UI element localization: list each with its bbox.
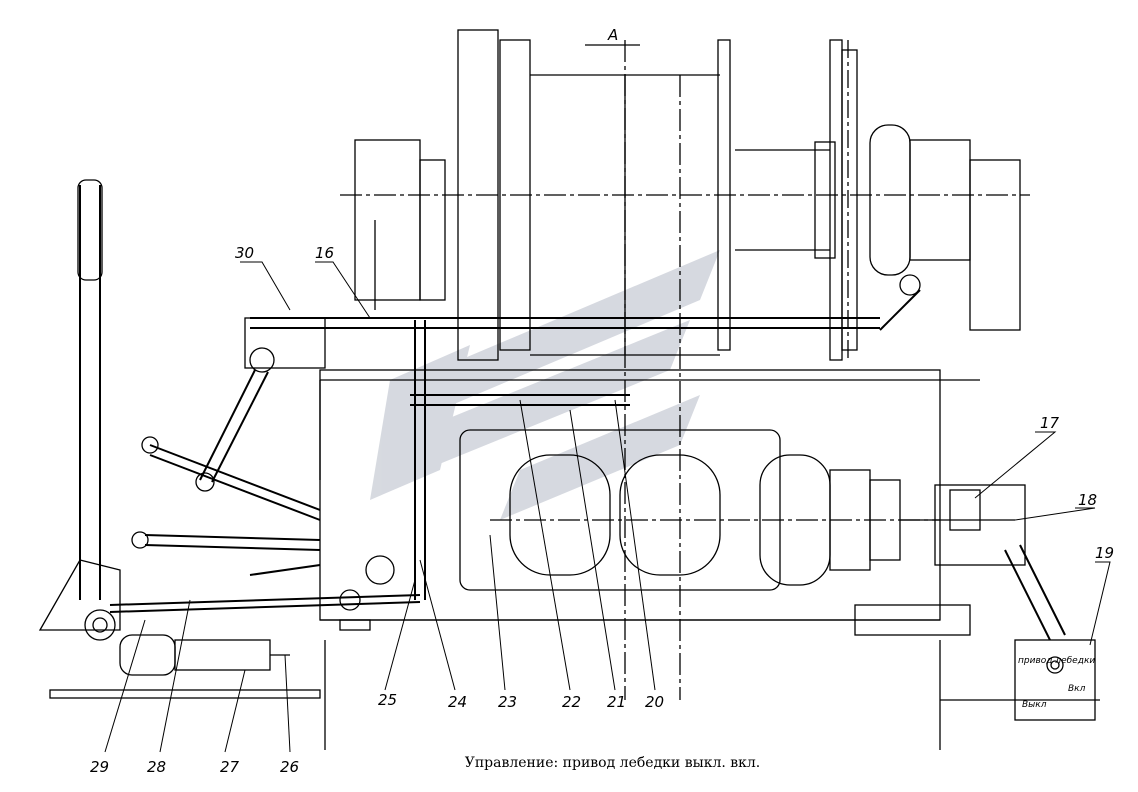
watermark-logo xyxy=(370,250,720,520)
view-marker: А xyxy=(585,26,640,46)
callout-26: 26 xyxy=(280,758,299,776)
plate-off-text: Выкл xyxy=(1022,700,1047,710)
figure-caption: Управление: привод лебедки выкл. вкл. xyxy=(464,755,761,771)
callout-23: 23 xyxy=(498,693,517,711)
callout-19: 19 xyxy=(1095,544,1114,562)
callout-29: 29 xyxy=(90,758,109,776)
mechanism-lines xyxy=(38,29,1100,750)
callout-21: 21 xyxy=(607,693,626,711)
callout-labels: 30 16 17 18 19 29 28 27 26 25 24 23 22 2… xyxy=(90,244,1114,776)
plate-on-text: Вкл xyxy=(1068,684,1086,694)
callout-30: 30 xyxy=(235,244,254,262)
leader-lines xyxy=(104,261,1111,753)
callout-17: 17 xyxy=(1040,414,1060,432)
callout-20: 20 xyxy=(645,693,664,711)
callout-18: 18 xyxy=(1078,491,1097,509)
callout-27: 27 xyxy=(220,758,240,776)
callout-25: 25 xyxy=(378,691,397,709)
callout-22: 22 xyxy=(562,693,581,711)
plate-top-text: привод лебедки xyxy=(1018,656,1095,666)
callout-24: 24 xyxy=(448,693,467,711)
callout-28: 28 xyxy=(147,758,166,776)
callout-16: 16 xyxy=(315,244,334,262)
view-label: А xyxy=(607,26,618,44)
